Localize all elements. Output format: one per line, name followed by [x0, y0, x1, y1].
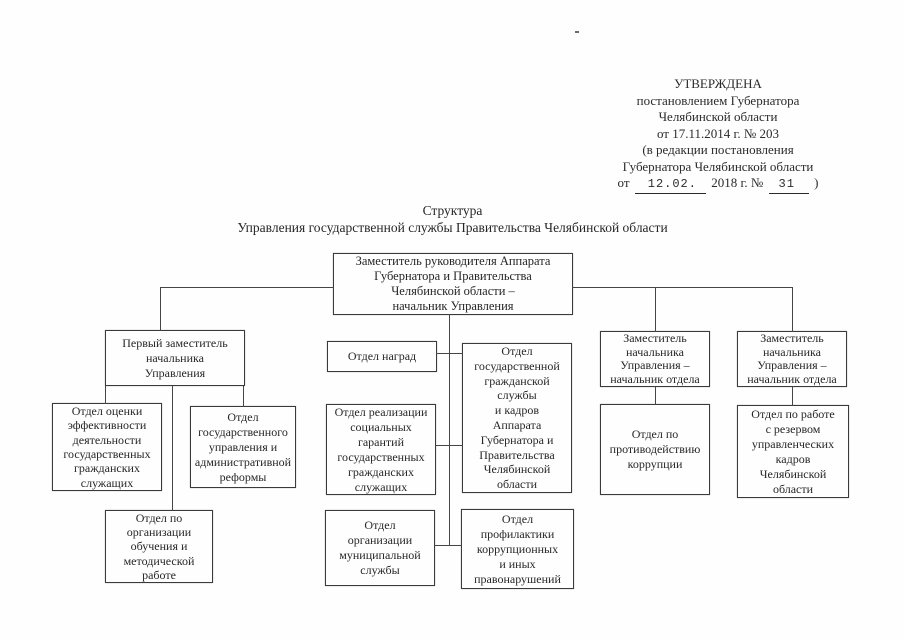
org-box-deputy-head-2: Заместитель начальника Управления – нача… [737, 331, 847, 387]
approval-line: УТВЕРЖДЕНА [674, 76, 762, 91]
org-box-state-admin: Отдел государственного управления и адми… [190, 406, 296, 488]
org-box-deputy-head-1: Заместитель начальника Управления – нача… [600, 331, 710, 387]
connector-line [243, 386, 244, 407]
connector-line [792, 287, 793, 332]
org-box-civil-service: Отдел государственной гражданской службы… [462, 343, 572, 493]
connector-line [172, 386, 173, 511]
connector-line [655, 387, 656, 405]
approval-line: Губернатора Челябинской области [622, 158, 814, 174]
connector-line [449, 314, 450, 545]
connector-line [160, 287, 161, 331]
connector-line [436, 353, 463, 354]
title-line-1: Структура [422, 203, 483, 218]
connector-line [160, 287, 334, 288]
org-box-training: Отдел по организации обучения и методиче… [105, 510, 213, 583]
org-box-efficiency: Отдел оценки эффективности деятельности … [52, 403, 162, 491]
connector-line [435, 445, 463, 446]
org-box-first-deputy: Первый заместитель начальника Управления [105, 330, 245, 386]
approval-line: (в редакции постановления [642, 142, 794, 157]
org-box-reserve: Отдел по работе с резервом управленчески… [737, 405, 849, 498]
org-box-anticorruption: Отдел по противодействию коррупции [600, 404, 710, 495]
amendment-middle: 2018 г. № [711, 175, 764, 190]
approval-line: постановлением Губернатора [636, 92, 800, 108]
approval-line: от 17.11.2014 г. № 203 [656, 125, 780, 141]
org-box-municipal: Отдел организации муниципальной службы [325, 510, 435, 586]
approval-line: Челябинской области [658, 109, 778, 124]
org-box-social: Отдел реализации социальных гарантий гос… [326, 404, 436, 495]
stray-mark [575, 31, 579, 33]
org-box-awards: Отдел наград [327, 341, 437, 372]
connector-line [105, 386, 106, 404]
approval-block: УТВЕРЖДЕНА постановлением Губернатора Че… [560, 76, 876, 194]
approval-amendment-line: от 12.02. 2018 г. № 31 ) [560, 175, 876, 194]
title-line-2: Управления государственной службы Правит… [237, 220, 668, 235]
amendment-number-value: 31 [768, 176, 809, 194]
org-box-prevention: Отдел профилактики коррупционных и иных … [461, 509, 574, 589]
amendment-prefix: от [617, 175, 630, 190]
document-title: Структура Управления государственной слу… [0, 202, 905, 236]
connector-line [792, 387, 793, 406]
org-box-head: Заместитель руководителя Аппарата Губерн… [333, 253, 573, 315]
amendment-suffix: ) [814, 175, 819, 190]
connector-line [572, 287, 792, 288]
connector-line [655, 287, 656, 332]
amendment-date-value: 12.02. [634, 176, 706, 194]
connector-line [434, 545, 462, 546]
